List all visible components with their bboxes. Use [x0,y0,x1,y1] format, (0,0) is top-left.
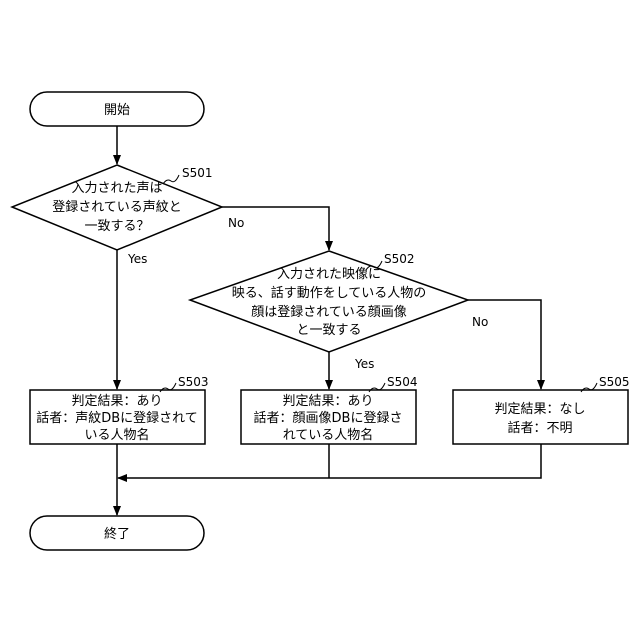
process-s504: 判定結果：あり 話者：顔画像DBに登録さ れている人物名 [241,390,416,444]
s502-step-label: S502 [384,252,415,266]
s505-line-1: 判定結果：なし [494,402,585,417]
s505-step-label: S505 [599,375,630,389]
s501-yes-label: Yes [127,252,147,266]
s503-step-label: S503 [178,375,209,389]
s502-line-1: 入力された映像に [277,267,381,282]
s504-line-2: 話者：顔画像DBに登録さ [254,410,403,426]
connector-s502-no [468,300,541,389]
end-label: 終了 [104,526,130,542]
process-s503: 判定結果：あり 話者：声紋DBに登録されて いる人物名 [30,390,205,444]
process-s505: 判定結果：なし 話者：不明 [453,390,628,444]
s503-line-2: 話者：声紋DBに登録されて [36,410,198,426]
start-label: 開始 [104,103,130,118]
s502-line-2: 映る、話す動作をしている人物の [232,285,427,301]
s501-line-2: 登録されている声紋と [52,200,182,215]
start-terminal: 開始 [30,92,204,126]
s502-line-4: と一致する [296,323,361,338]
s501-step-label: S501 [182,166,213,180]
s504-step-label: S504 [387,375,418,389]
s501-no-label: No [228,216,244,230]
s504-line-1: 判定結果：あり [282,394,373,409]
s501-line-3: 一致する？ [84,219,149,234]
s502-yes-label: Yes [354,357,374,371]
s502-line-3: 顔は登録されている顔画像 [251,305,407,320]
end-terminal: 終了 [30,516,204,550]
s502-no-label: No [472,315,488,329]
s504-line-3: れている人物名 [283,427,374,443]
s505-line-2: 話者：不明 [507,420,572,436]
s501-line-1: 入力された声は [71,181,162,196]
decision-s502: 入力された映像に 映る、話す動作をしている人物の 顔は登録されている顔画像 と一… [190,251,468,352]
s503-line-3: いる人物名 [84,427,149,443]
s503-line-1: 判定結果：あり [71,394,162,409]
s501-step-squiggle [163,175,179,184]
